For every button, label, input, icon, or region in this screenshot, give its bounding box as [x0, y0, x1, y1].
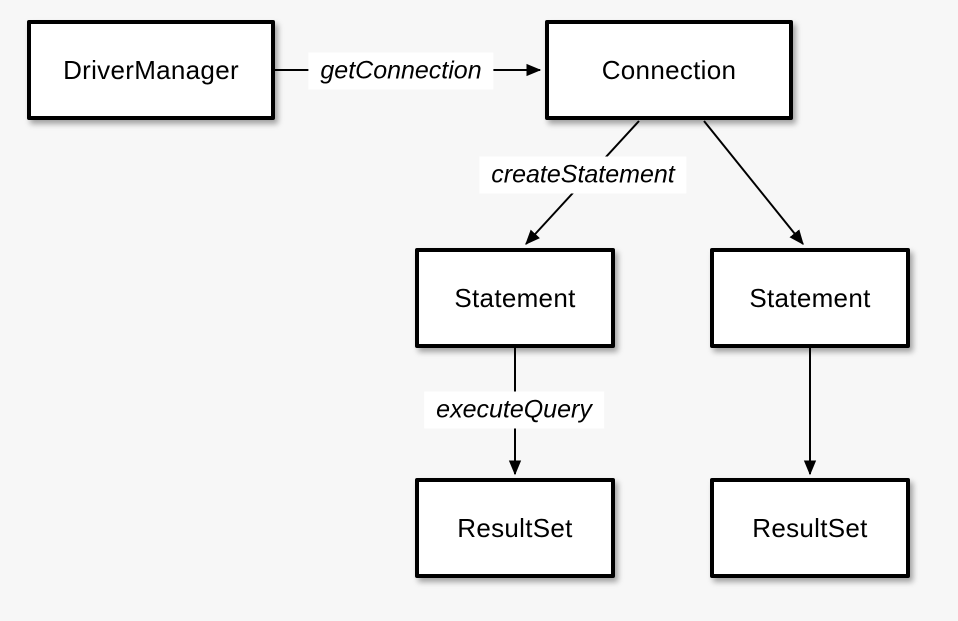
- node-resultset-left: ResultSet: [415, 478, 615, 578]
- node-driver-manager: DriverManager: [27, 20, 275, 120]
- edge-label-execute-query: executeQuery: [424, 391, 604, 429]
- node-statement-left: Statement: [415, 248, 615, 348]
- node-statement-right: Statement: [710, 248, 910, 348]
- node-connection: Connection: [545, 20, 793, 120]
- edge-label-get-connection: getConnection: [308, 52, 494, 90]
- edge-label-create-statement: createStatement: [479, 156, 687, 194]
- edge-connection-to-statement-right: [703, 120, 804, 245]
- node-resultset-right: ResultSet: [710, 478, 910, 578]
